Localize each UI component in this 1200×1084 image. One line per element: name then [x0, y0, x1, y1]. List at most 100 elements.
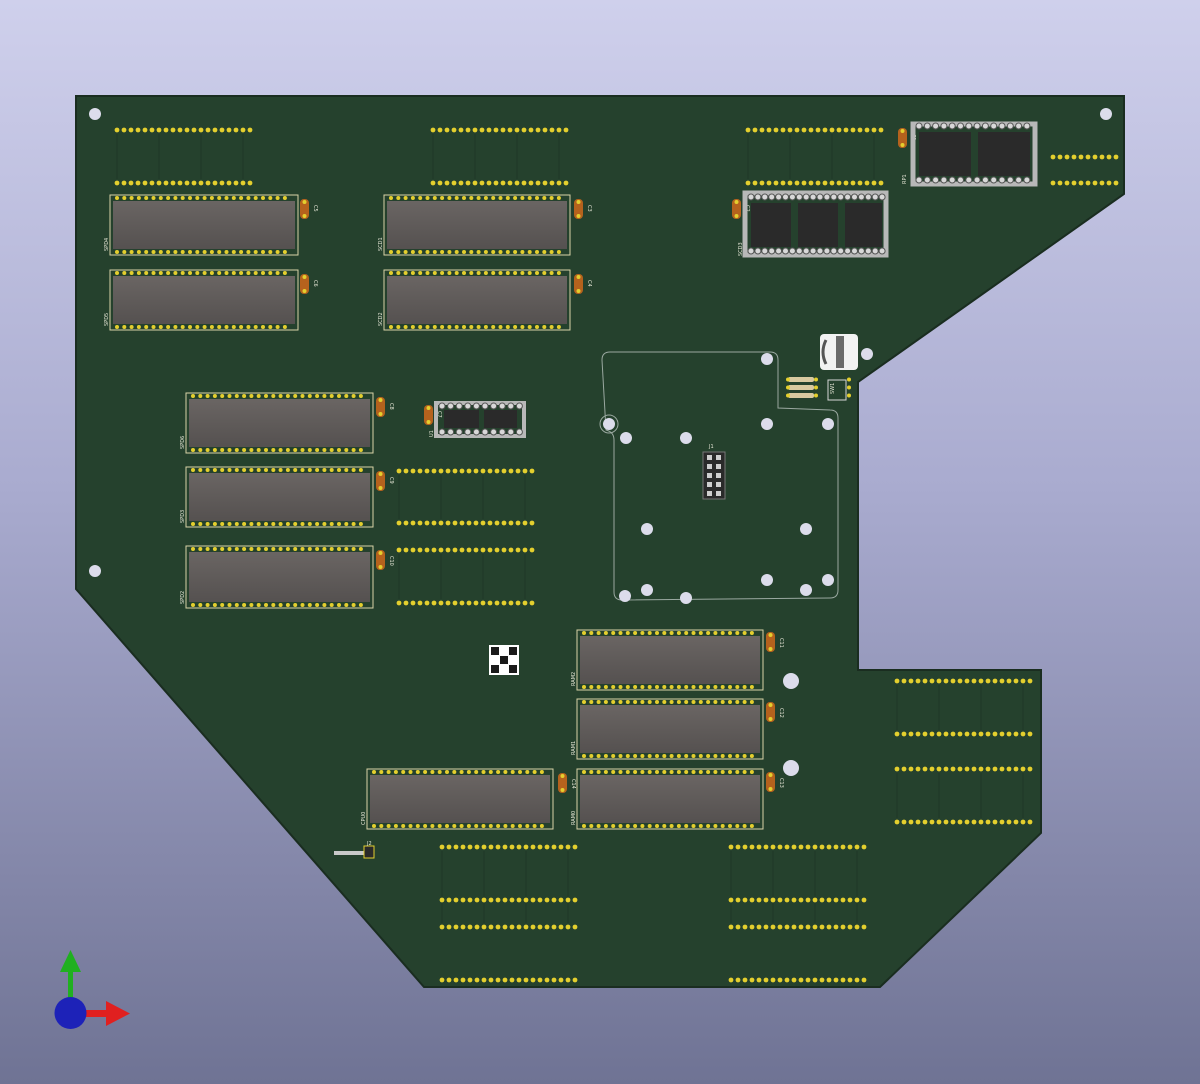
pad — [247, 180, 253, 186]
pad — [431, 468, 437, 474]
capacitor: C8 — [376, 397, 394, 417]
socket-rp1: RP1 — [902, 121, 1038, 187]
pad — [808, 180, 814, 186]
pad — [864, 127, 870, 133]
pad — [999, 678, 1005, 684]
qr-marker-icon — [489, 645, 519, 675]
pad — [502, 977, 508, 983]
pad — [833, 897, 839, 903]
pad — [749, 844, 755, 850]
pad — [801, 180, 807, 186]
pad — [1064, 180, 1070, 186]
pad — [1078, 154, 1084, 160]
pad — [791, 844, 797, 850]
pad — [826, 924, 832, 930]
capacitor-ref-label: C13 — [778, 778, 784, 788]
pad — [430, 180, 436, 186]
pad — [847, 897, 853, 903]
pad — [205, 127, 211, 133]
pad — [508, 547, 514, 553]
pad — [500, 180, 506, 186]
pad — [1092, 180, 1098, 186]
switch-ref-label: SW1 — [830, 383, 836, 394]
pad — [826, 844, 832, 850]
pad — [508, 600, 514, 606]
pad — [438, 600, 444, 606]
pad — [847, 844, 853, 850]
pad — [572, 977, 578, 983]
pad — [985, 678, 991, 684]
pad — [742, 924, 748, 930]
pad — [1020, 678, 1026, 684]
pad — [522, 468, 528, 474]
capacitor: C5 — [300, 199, 318, 219]
pad — [479, 127, 485, 133]
pad — [901, 766, 907, 772]
chip-ref-label: SPD4 — [104, 238, 110, 251]
pad — [501, 520, 507, 526]
capacitor-ref-label: C6 — [312, 280, 318, 287]
pad — [474, 977, 480, 983]
pad — [424, 468, 430, 474]
pad — [486, 127, 492, 133]
pad — [1071, 180, 1077, 186]
pad — [784, 897, 790, 903]
pad — [773, 127, 779, 133]
pad — [843, 127, 849, 133]
pad — [233, 180, 239, 186]
pad — [1099, 180, 1105, 186]
chip-ref-label: SCD1 — [378, 237, 384, 251]
pad — [459, 547, 465, 553]
pad — [794, 127, 800, 133]
pad — [1013, 678, 1019, 684]
pad — [756, 897, 762, 903]
pad — [446, 924, 452, 930]
pad — [528, 180, 534, 186]
pad — [494, 600, 500, 606]
chip-ref-label: CPU0 — [361, 812, 367, 825]
pad — [424, 547, 430, 553]
pad — [522, 547, 528, 553]
pad — [544, 924, 550, 930]
pad — [487, 520, 493, 526]
pad — [840, 924, 846, 930]
pad — [451, 127, 457, 133]
pad — [840, 977, 846, 983]
pad — [840, 897, 846, 903]
capacitor-ref-label: C10 — [388, 556, 394, 566]
pad — [1071, 154, 1077, 160]
pad — [529, 468, 535, 474]
pad — [163, 127, 169, 133]
pad — [509, 844, 515, 850]
pad — [812, 977, 818, 983]
pad — [735, 924, 741, 930]
pad — [431, 547, 437, 553]
pad — [1099, 154, 1105, 160]
pad — [922, 766, 928, 772]
pad — [522, 600, 528, 606]
connector-ref-label: J2 — [366, 841, 372, 847]
pad — [135, 127, 141, 133]
pad — [446, 844, 452, 850]
pad — [494, 468, 500, 474]
pad — [992, 819, 998, 825]
pad — [787, 180, 793, 186]
pad — [819, 977, 825, 983]
xyz-axis-gizmo-icon[interactable] — [48, 948, 138, 1038]
pad — [777, 844, 783, 850]
pad — [480, 520, 486, 526]
pad — [929, 766, 935, 772]
pad — [1106, 180, 1112, 186]
pad — [1057, 154, 1063, 160]
pad — [481, 844, 487, 850]
pad — [439, 897, 445, 903]
pad — [430, 127, 436, 133]
pad — [522, 520, 528, 526]
pad — [565, 897, 571, 903]
pad — [801, 127, 807, 133]
pad — [488, 977, 494, 983]
pad — [403, 547, 409, 553]
pad — [1027, 731, 1033, 737]
